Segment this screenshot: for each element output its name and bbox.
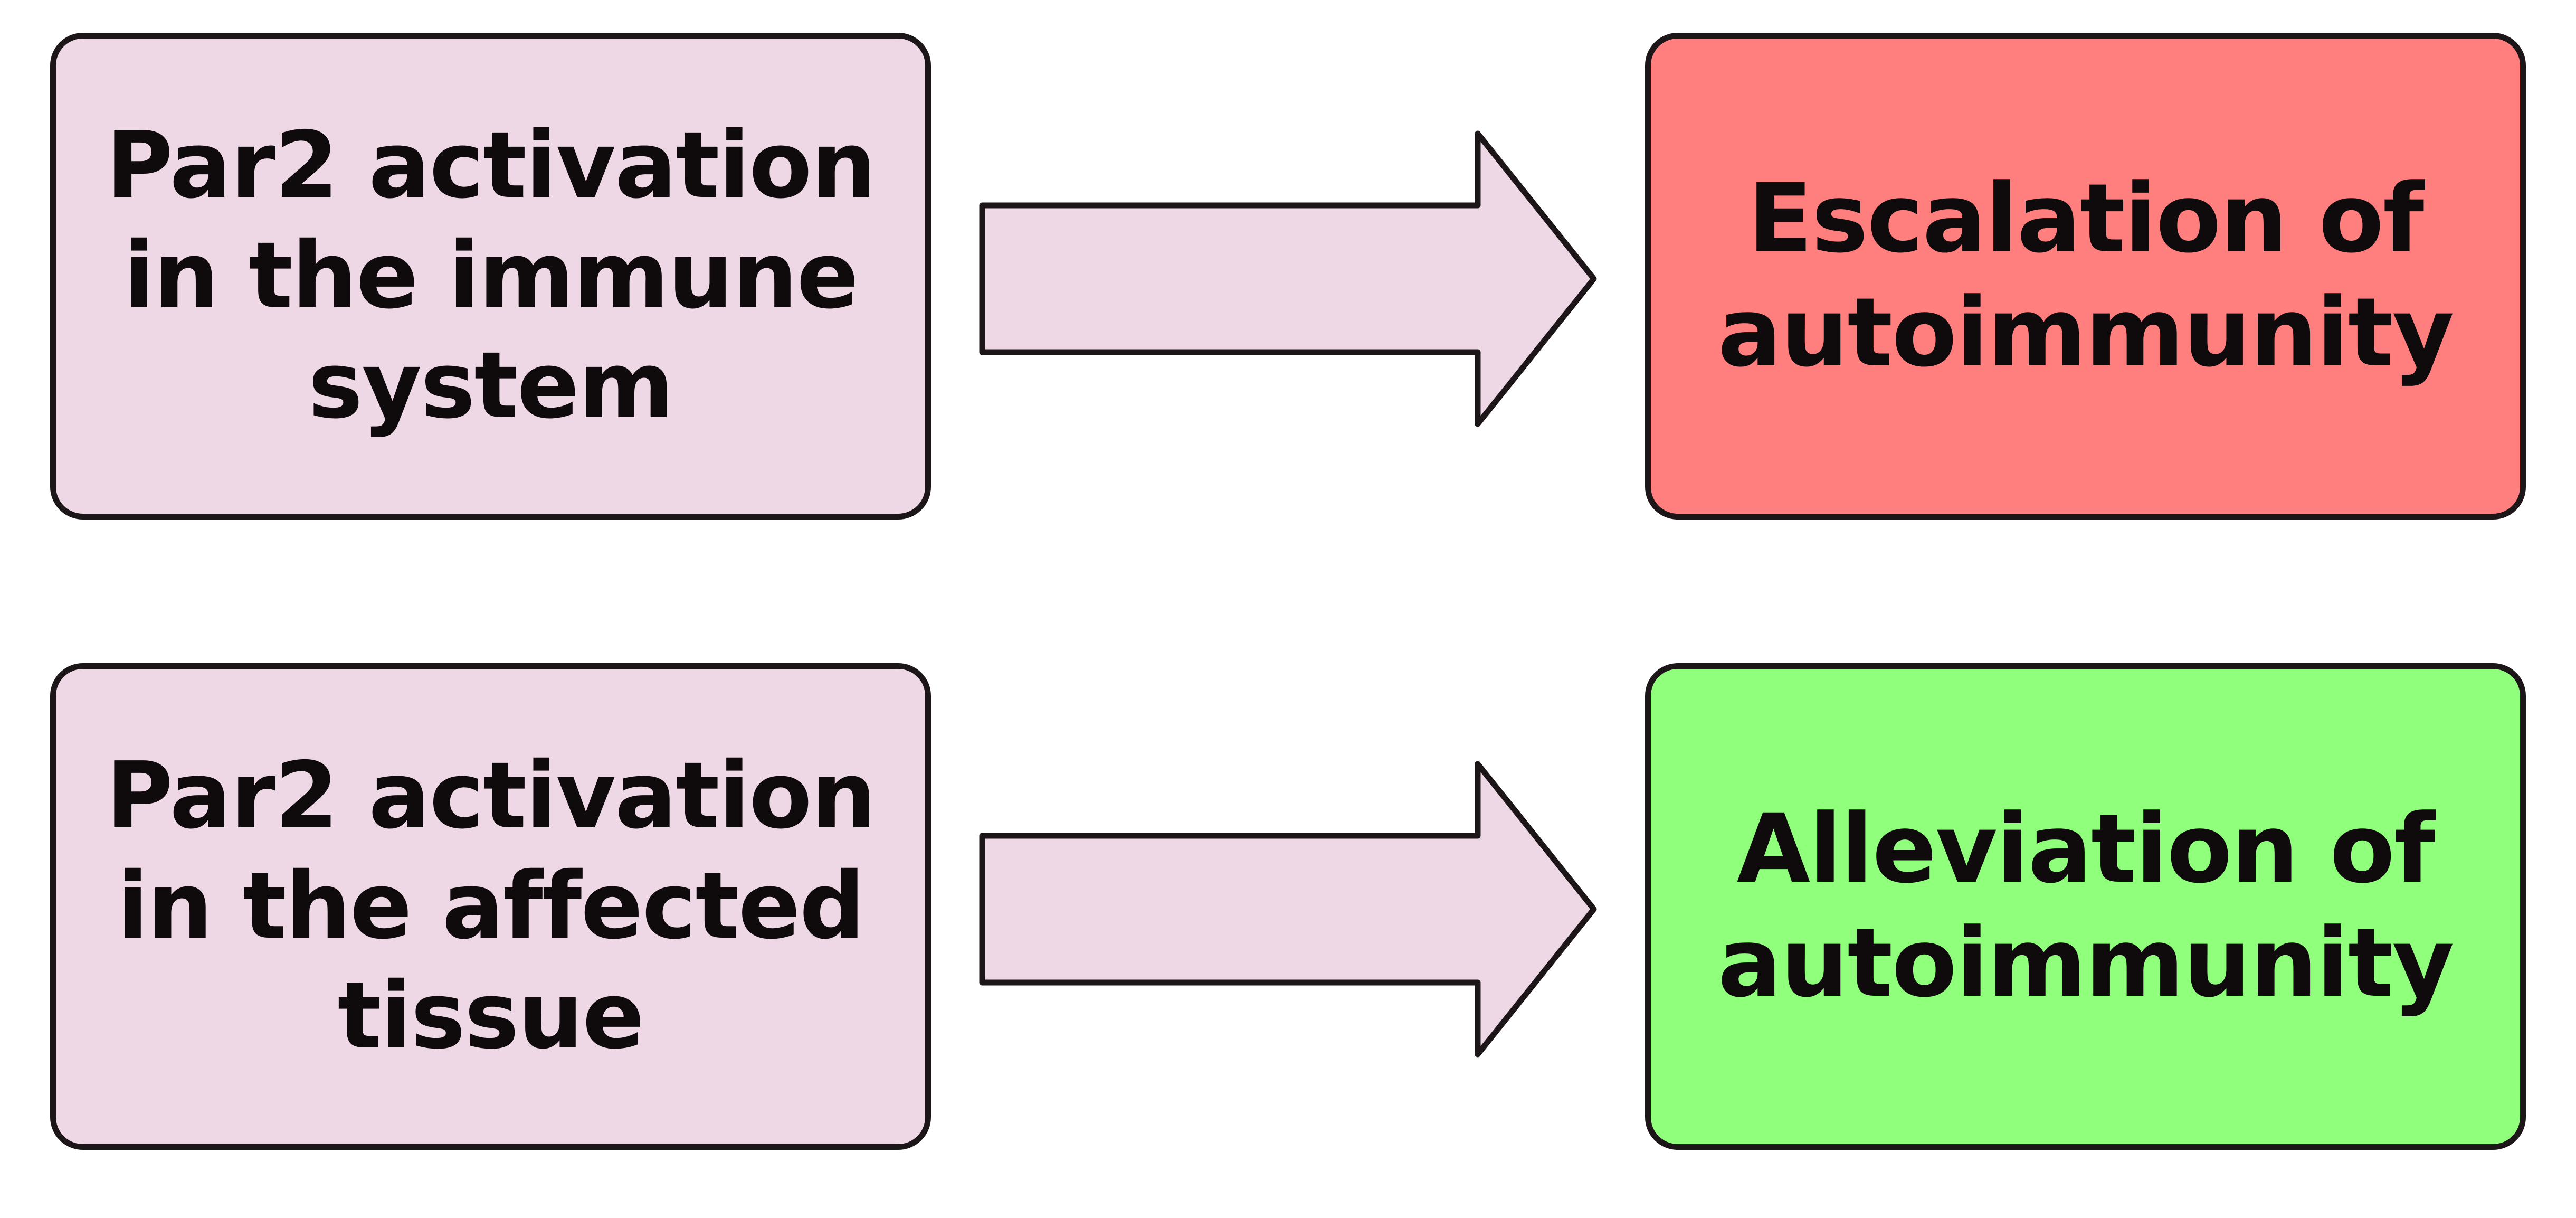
cause-box-affected-tissue: Par2 activation in the affected tissue [50, 663, 931, 1150]
effect-label: Escalation of autoimmunity [1717, 164, 2454, 388]
right-arrow-icon [979, 130, 1597, 427]
cause-label: Par2 activation in the affected tissue [106, 742, 876, 1070]
cause-label: Par2 activation in the immune system [106, 111, 876, 440]
cause-box-immune-system: Par2 activation in the immune system [50, 33, 931, 520]
effect-label: Alleviation of autoimmunity [1717, 794, 2454, 1018]
effect-box-escalation: Escalation of autoimmunity [1645, 33, 2526, 520]
effect-box-alleviation: Alleviation of autoimmunity [1645, 663, 2526, 1150]
right-arrow-icon [979, 761, 1597, 1058]
